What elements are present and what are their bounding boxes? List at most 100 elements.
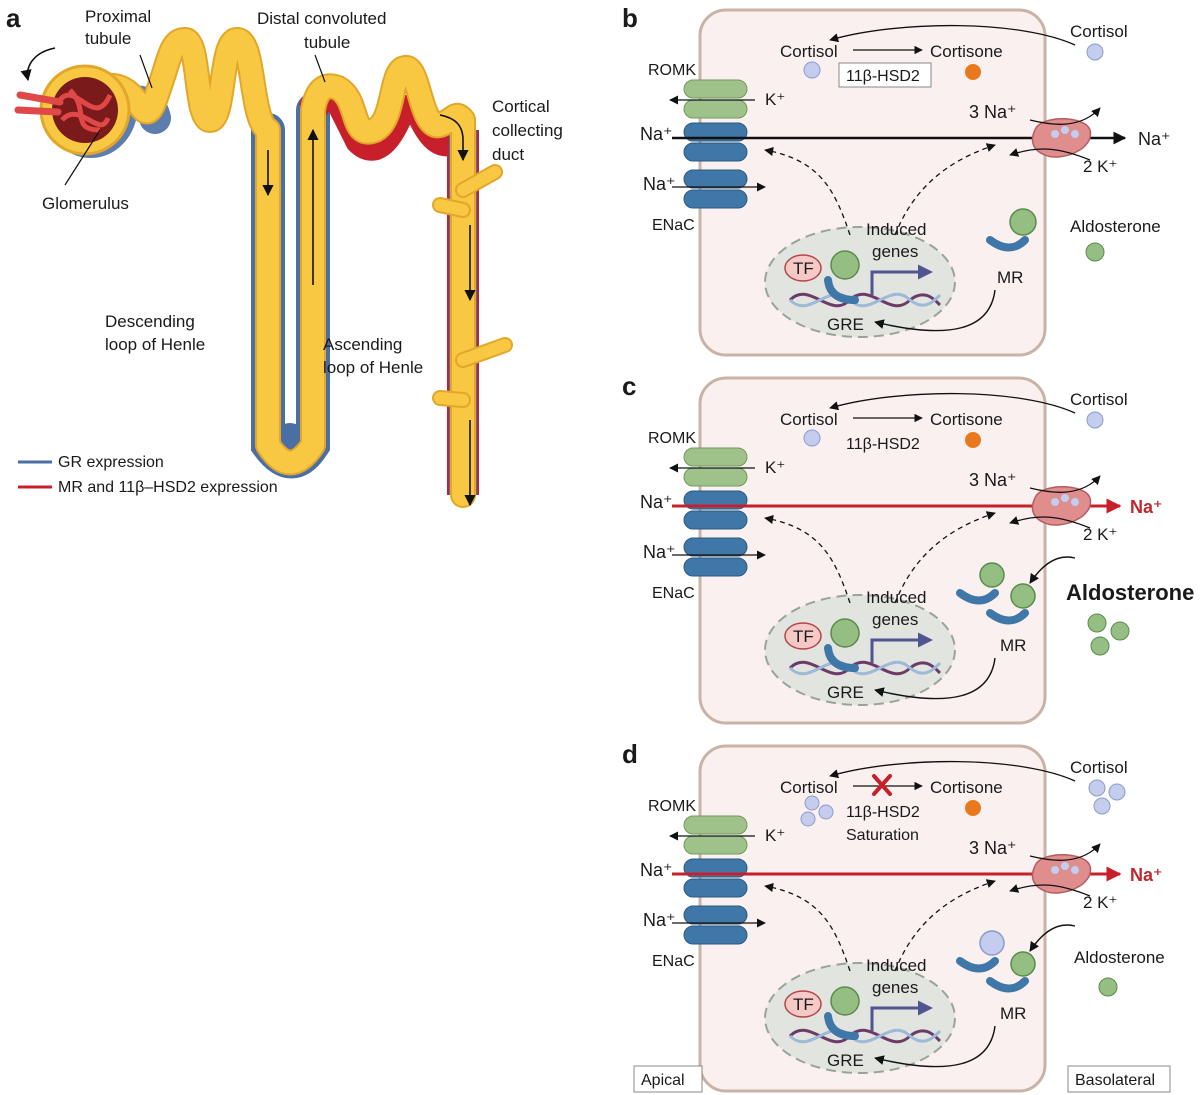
saturation-label: Saturation bbox=[846, 827, 919, 844]
receptor-dna bbox=[824, 644, 859, 672]
cortisol-in-dot-1 bbox=[804, 795, 820, 811]
na-k-pump bbox=[1031, 118, 1092, 158]
nucleus bbox=[764, 962, 956, 1074]
cortisol-out-dot bbox=[1086, 43, 1104, 61]
gre-label: GRE bbox=[827, 315, 864, 334]
basolateral-box bbox=[1067, 1065, 1171, 1093]
label-distal-2: tubule bbox=[304, 33, 350, 52]
ligand-on-dna bbox=[830, 250, 860, 280]
enzyme-label: 11β-HSD2 bbox=[846, 68, 920, 85]
k-ion-label: K⁺ bbox=[765, 90, 785, 109]
aldosterone-dot-3 bbox=[1090, 636, 1110, 656]
induced-2: genes bbox=[872, 610, 918, 629]
enzyme-box bbox=[838, 62, 932, 88]
gre-label: GRE bbox=[827, 683, 864, 702]
na-out-label: Na⁺ bbox=[1130, 497, 1163, 517]
panel-b-letter: b bbox=[622, 3, 638, 33]
mr-receptor-2 bbox=[986, 609, 1029, 625]
blocked-x-icon bbox=[872, 774, 892, 796]
aldosterone-dot bbox=[1085, 242, 1105, 262]
aldosterone-dot-1 bbox=[1087, 613, 1107, 633]
transcription-arrow bbox=[870, 1000, 933, 1031]
aldosterone-label-big: Aldosterone bbox=[1066, 580, 1194, 605]
na-enac-label: Na⁺ bbox=[643, 174, 676, 194]
mr-label: MR bbox=[1000, 636, 1026, 655]
enac-top bbox=[683, 169, 748, 189]
legend-mr-label: MR and 11β–HSD2 expression bbox=[58, 479, 278, 496]
pump-na-3 bbox=[1071, 498, 1079, 506]
label-proximal-1: Proximal bbox=[85, 7, 151, 26]
label-cortical-1: Cortical bbox=[492, 97, 550, 116]
cortisol-out-label: Cortisol bbox=[1070, 22, 1128, 41]
enac-bottom bbox=[683, 925, 748, 945]
pump-k-arrow bbox=[1009, 148, 1091, 161]
receptor-dna bbox=[824, 276, 859, 304]
enac-label: ENaC bbox=[652, 953, 695, 970]
label-descending-2: loop of Henle bbox=[105, 335, 205, 354]
na-channel-bottom bbox=[683, 878, 748, 898]
cortisol-out-dot bbox=[1086, 411, 1104, 429]
pump-na-3 bbox=[1071, 130, 1079, 138]
ligand-on-dna bbox=[830, 618, 860, 648]
basolateral-label: Basolateral bbox=[1075, 1072, 1155, 1089]
mr-to-gre-arrow bbox=[874, 1025, 996, 1068]
induced-1: Induced bbox=[866, 588, 927, 607]
pump-na-arrow bbox=[1029, 475, 1101, 493]
aldosterone-label: Aldosterone bbox=[1074, 948, 1165, 967]
cortisol-out-label: Cortisol bbox=[1070, 390, 1128, 409]
pump-na-1 bbox=[1051, 130, 1059, 138]
two-k-label: 2 K⁺ bbox=[1083, 525, 1118, 544]
na-enac-label: Na⁺ bbox=[643, 542, 676, 562]
aldosterone-entry-arrow bbox=[1029, 556, 1076, 584]
cortisone-dot bbox=[965, 432, 981, 448]
nucleus bbox=[764, 226, 956, 338]
na-apical-label: Na⁺ bbox=[640, 492, 673, 512]
mr-receptor-cortisol bbox=[956, 957, 999, 973]
induced-2: genes bbox=[872, 242, 918, 261]
cortisone-label: Cortisone bbox=[930, 410, 1003, 429]
romk-label: ROMK bbox=[648, 798, 696, 815]
panel-a-letter: a bbox=[6, 3, 21, 33]
cortisone-label: Cortisone bbox=[930, 778, 1003, 797]
cortisol-out-dot-3 bbox=[1093, 797, 1111, 815]
pump-na-1 bbox=[1051, 866, 1059, 874]
gre-label: GRE bbox=[827, 1051, 864, 1070]
legend: GR expression MR and 11β–HSD2 expression bbox=[18, 454, 278, 496]
induced-2: genes bbox=[872, 978, 918, 997]
pump-na-2 bbox=[1061, 126, 1069, 134]
romk-channel-top bbox=[683, 79, 748, 99]
panel-c-letter: c bbox=[622, 371, 636, 401]
na-k-pump bbox=[1031, 854, 1092, 894]
mr-label: MR bbox=[1000, 1004, 1026, 1023]
enac-top bbox=[683, 905, 748, 925]
induced-1: Induced bbox=[866, 220, 927, 239]
tf-shape bbox=[784, 622, 822, 650]
mr-ligand-2 bbox=[1010, 583, 1036, 609]
tf-shape bbox=[784, 990, 822, 1018]
tf-label: TF bbox=[793, 259, 814, 278]
cortisol-in-dot-3 bbox=[800, 811, 816, 827]
cortisol-in-label: Cortisol bbox=[780, 410, 838, 429]
cortisol-out-label: Cortisol bbox=[1070, 758, 1128, 777]
induced-arrow-apical bbox=[764, 514, 851, 604]
na-k-pump bbox=[1031, 486, 1092, 526]
cortisol-in-dot bbox=[803, 61, 821, 79]
label-pointers bbox=[64, 54, 326, 186]
cortisol-entry-arrow bbox=[829, 760, 1076, 782]
transcription-arrow bbox=[870, 264, 933, 295]
pump-na-1 bbox=[1051, 498, 1059, 506]
two-k-label: 2 K⁺ bbox=[1083, 157, 1118, 176]
tf-shape bbox=[784, 254, 822, 282]
enac-bottom bbox=[683, 189, 748, 209]
cortisol-entry-arrow bbox=[829, 24, 1076, 46]
aldosterone-label: Aldosterone bbox=[1070, 217, 1161, 236]
label-distal-1: Distal convoluted bbox=[257, 9, 386, 28]
na-enac-label: Na⁺ bbox=[643, 910, 676, 930]
ligand-on-dna bbox=[830, 986, 860, 1016]
mr-to-gre-arrow bbox=[874, 657, 996, 700]
mr-cortisol-ligand bbox=[979, 930, 1005, 956]
pump-na-arrow bbox=[1029, 843, 1101, 861]
cortisol-in-label: Cortisol bbox=[780, 42, 838, 61]
romk-label: ROMK bbox=[648, 430, 696, 447]
tubule bbox=[72, 27, 513, 508]
